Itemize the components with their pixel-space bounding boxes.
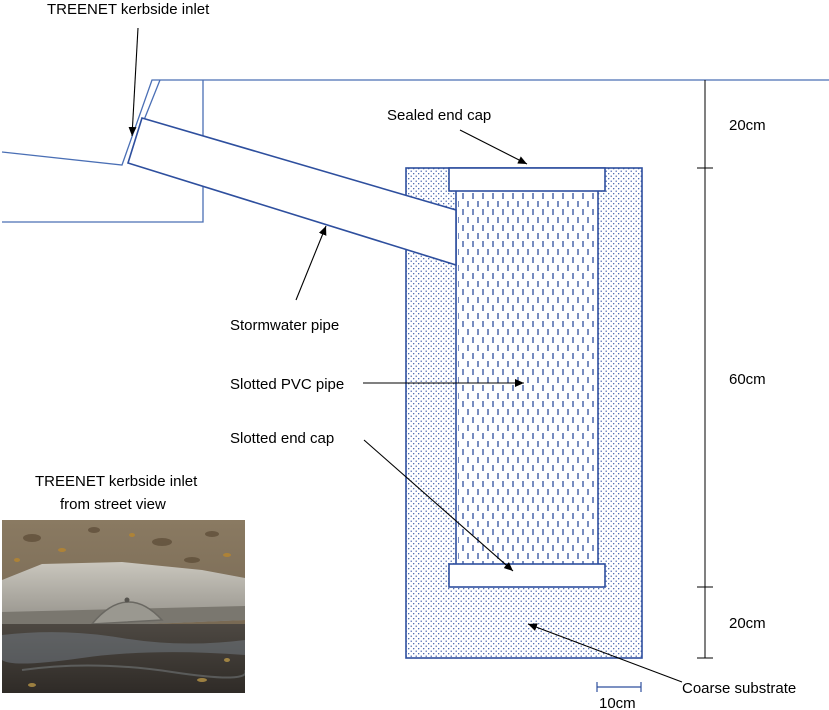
kerbside-inlet-photo	[2, 520, 245, 693]
coarse-substrate-label: Coarse substrate	[682, 680, 796, 697]
inlet-arrow	[128, 27, 139, 137]
dimension-middle-label: 60cm	[729, 371, 766, 388]
slotted-cap-arrow	[363, 439, 514, 572]
coarse-substrate-arrow	[527, 623, 683, 683]
scale-bar	[596, 682, 642, 692]
photo-caption-line1: TREENET kerbside inlet	[35, 473, 198, 490]
slotted-pvc-pipe-slots	[458, 192, 596, 564]
depth-dimension-line	[697, 80, 713, 659]
scale-bar-label: 10cm	[599, 695, 636, 710]
sealed-end-cap	[448, 167, 606, 192]
slotted-pipe-label: Slotted PVC pipe	[230, 376, 344, 393]
inlet-label: TREENET kerbside inlet	[47, 1, 210, 18]
sealed-cap-arrow	[459, 129, 528, 165]
photo-caption-line2: from street view	[60, 496, 166, 513]
stormwater-pipe	[126, 117, 457, 267]
dimension-bottom-label: 20cm	[729, 615, 766, 632]
slotted-end-cap	[448, 563, 606, 588]
sealed-cap-label: Sealed end cap	[387, 107, 491, 124]
stormwater-pipe-label: Stormwater pipe	[230, 317, 339, 334]
stormwater-pipe-arrow	[295, 225, 327, 301]
dimension-top-label: 20cm	[729, 117, 766, 134]
leader-arrows	[128, 27, 683, 683]
slotted-cap-label: Slotted end cap	[230, 430, 334, 447]
